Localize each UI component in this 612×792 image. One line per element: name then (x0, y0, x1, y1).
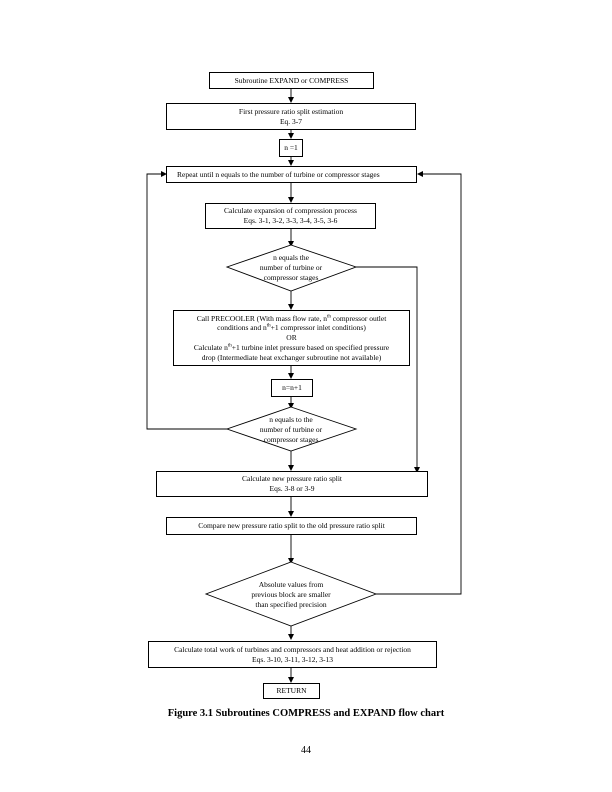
precooler-line-3: Calculate nth+1 turbine inlet pressure b… (194, 343, 389, 353)
precooler-line-4: drop (Intermediate heat exchanger subrou… (201, 352, 382, 362)
precooler-text: compressor outlet (330, 313, 387, 323)
start-box: Subroutine EXPAND or COMPRESS (209, 72, 374, 89)
total-work-label: Calculate total work of turbines and com… (174, 644, 411, 654)
decision-2-line: number of turbine or (259, 425, 323, 435)
precooler-text: Calculate n (193, 342, 228, 352)
arrow-decision3-loop-to-repeat (376, 171, 462, 595)
new-split-equations: Eqs. 3-8 or 3-9 (269, 484, 315, 493)
precooler-line-1: Call PRECOOLER (With mass flow rate, nth… (197, 314, 387, 324)
return-box: RETURN (263, 683, 320, 699)
estimate-box: First pressure ratio split estimation Eq… (166, 103, 416, 130)
init-n-label: n =1 (284, 143, 298, 153)
estimate-equation: Eq. 3-7 (279, 116, 303, 126)
precooler-box: Call PRECOOLER (With mass flow rate, nth… (173, 310, 410, 366)
repeat-box: Repeat until n equals to the number of t… (166, 166, 417, 183)
decision-diamond-1 (225, 244, 358, 292)
precooler-text: +1 turbine inlet pressure based on speci… (231, 342, 390, 352)
decision-3-line: Absolute values from (258, 580, 324, 590)
decision-3-line: than specified precision (255, 599, 327, 609)
arrow-decision2-loop-to-repeat (146, 171, 227, 430)
superscript-th: th (266, 323, 271, 329)
total-work-box: Calculate total work of turbines and com… (148, 641, 437, 668)
page-number: 44 (301, 745, 311, 756)
decision-1-line: number of turbine or (259, 263, 323, 273)
precooler-text: Call PRECOOLER (With mass flow rate, n (196, 313, 327, 323)
start-label: Subroutine EXPAND or COMPRESS (234, 75, 349, 85)
precooler-or: OR (286, 333, 297, 343)
precooler-line-2: conditions and nth+1 compressor inlet co… (217, 323, 366, 333)
repeat-label: Repeat until n equals to the number of t… (177, 169, 380, 179)
superscript-th: th (327, 314, 331, 320)
decision-2-line: compressor stages (263, 434, 319, 444)
calc-expansion-box: Calculate expansion of compression proce… (205, 203, 376, 229)
new-split-box: Calculate new pressure ratio split Eqs. … (156, 471, 428, 497)
return-label: RETURN (276, 686, 307, 696)
decision-2-text: n equals to the number of turbine or com… (241, 414, 341, 446)
superscript-th: th (227, 343, 232, 349)
figure-caption: Figure 3.1 Subroutines COMPRESS and EXPA… (167, 708, 445, 719)
calc-expansion-equations: Eqs. 3-1, 3-2, 3-3, 3-4, 3-5, 3-6 (243, 216, 338, 225)
decision-2-line: n equals to the (269, 415, 313, 425)
increment-box: n=n+1 (271, 379, 313, 397)
decision-diamond-3 (204, 561, 378, 627)
decision-diamond-2 (225, 406, 358, 452)
decision-3-line: previous block are smaller (251, 590, 331, 600)
new-split-label: Calculate new pressure ratio split (242, 474, 342, 484)
decision-3-text: Absolute values from previous block are … (226, 578, 356, 612)
increment-label: n=n+1 (282, 383, 302, 393)
compare-box: Compare new pressure ratio split to the … (166, 517, 417, 535)
precooler-text: conditions and n (217, 323, 267, 333)
calc-expansion-label: Calculate expansion of compression proce… (224, 206, 357, 216)
decision-1-line: n equals the (273, 253, 309, 263)
precooler-text: +1 compressor inlet conditions) (270, 323, 366, 333)
decision-1-text: n equals the number of turbine or compre… (241, 252, 341, 284)
estimate-label: First pressure ratio split estimation (238, 106, 344, 116)
init-n-box: n =1 (279, 139, 303, 157)
decision-1-line: compressor stages (263, 272, 319, 282)
total-work-equations: Eqs. 3-10, 3-11, 3-12, 3-13 (252, 654, 333, 664)
compare-label: Compare new pressure ratio split to the … (198, 521, 385, 531)
arrow-decision1-yes-to-newsplit (356, 266, 420, 473)
